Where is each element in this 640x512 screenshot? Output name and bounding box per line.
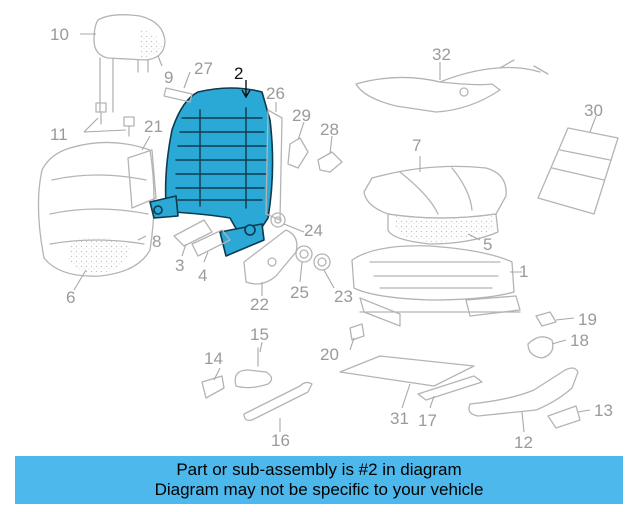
callout-29: 29	[292, 106, 311, 125]
part-switch-18[interactable]	[527, 336, 554, 359]
callout-16: 16	[271, 431, 290, 450]
part-washer-25[interactable]	[295, 245, 313, 263]
callout-22: 22	[250, 295, 269, 314]
callout-5: 5	[483, 235, 492, 254]
part-seat-frame-1[interactable]	[351, 245, 521, 327]
part-pad-30[interactable]	[537, 127, 619, 215]
callout-4: 4	[198, 266, 207, 285]
banner-line-2: Diagram may not be specific to your vehi…	[154, 480, 484, 499]
part-bracket-3[interactable]	[173, 219, 213, 247]
part-trim-16[interactable]	[243, 381, 313, 422]
callout-26: 26	[266, 84, 285, 103]
part-clip-27[interactable]	[163, 87, 193, 103]
callout-28: 28	[320, 120, 339, 139]
banner-line-1: Part or sub-assembly is #2 in diagram	[176, 460, 462, 479]
part-plate-31[interactable]	[339, 355, 475, 387]
callout-10: 10	[50, 25, 69, 44]
part-bracket-21[interactable]	[127, 149, 157, 209]
part-seat-back-cover[interactable]	[37, 141, 155, 277]
callout-27: 27	[194, 59, 213, 78]
part-screw-20[interactable]	[349, 323, 365, 341]
callout-3: 3	[175, 256, 184, 275]
part-headrest[interactable]	[93, 14, 166, 113]
part-clip-13[interactable]	[547, 405, 581, 429]
part-bolt-19[interactable]	[535, 311, 557, 327]
callout-6: 6	[66, 288, 75, 307]
callout-9: 9	[164, 68, 173, 87]
callout-23: 23	[334, 287, 353, 306]
part-knob-23[interactable]	[313, 253, 331, 271]
callout-21: 21	[144, 117, 163, 136]
part-outer-cover-12[interactable]	[468, 367, 579, 417]
part-wire-harness-32[interactable]	[355, 59, 549, 113]
callout-18: 18	[570, 331, 589, 350]
callout-25: 25	[290, 283, 309, 302]
part-cover-29[interactable]	[287, 137, 309, 169]
callout-2: 2	[234, 64, 243, 83]
part-headrest-guides[interactable]	[95, 102, 135, 137]
part-cable-15[interactable]	[234, 347, 273, 389]
part-washer-24[interactable]	[270, 212, 286, 228]
part-side-shield-22[interactable]	[243, 229, 298, 285]
info-banner: Part or sub-assembly is #2 in diagram Di…	[15, 456, 623, 504]
callout-17: 17	[418, 411, 437, 430]
callout-11: 11	[50, 125, 68, 144]
highlighted-part-seat-back-frame[interactable]	[149, 87, 274, 257]
exploded-parts-diagram: 2 1 3 4 5 6 7 8 9 10 11 12 13 14 15 16 1…	[37, 14, 619, 452]
callout-12: 12	[514, 433, 533, 452]
callout-1: 1	[519, 262, 528, 281]
callout-19: 19	[578, 310, 597, 329]
part-rail-17[interactable]	[417, 375, 483, 401]
callout-14: 14	[204, 349, 223, 368]
callout-labels: 2 1 3 4 5 6 7 8 9 10 11 12 13 14 15 16 1…	[50, 25, 613, 452]
callout-24: 24	[304, 221, 323, 240]
callout-8: 8	[152, 232, 161, 251]
callout-30: 30	[584, 101, 603, 120]
callout-15: 15	[250, 325, 269, 344]
part-cushion-cover-7[interactable]	[363, 165, 507, 219]
callout-32: 32	[432, 45, 451, 64]
part-knob-28[interactable]	[317, 151, 343, 173]
leader-lines	[73, 33, 597, 433]
part-trim-panel-26[interactable]	[265, 109, 283, 221]
callout-7: 7	[412, 136, 421, 155]
part-handle-14[interactable]	[201, 375, 225, 399]
callout-31: 31	[390, 409, 409, 428]
callout-20: 20	[320, 345, 339, 364]
part-bracket-4[interactable]	[191, 229, 231, 257]
callout-13: 13	[594, 401, 613, 420]
part-cushion-pad-5[interactable]	[387, 213, 499, 245]
